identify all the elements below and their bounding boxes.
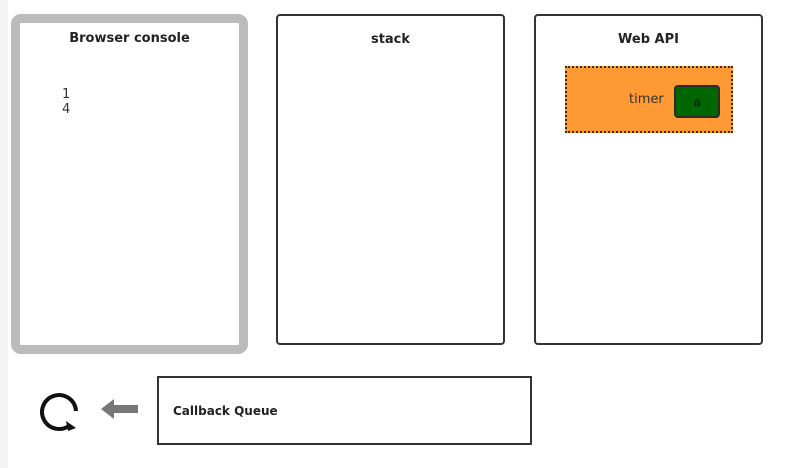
timer-label: timer xyxy=(629,92,664,107)
left-gutter xyxy=(0,0,8,468)
browser-console-panel: Browser console 1 4 xyxy=(11,14,248,354)
timer-callback-chip: a xyxy=(674,85,720,118)
arrow-left-icon xyxy=(101,399,138,419)
console-output: 1 4 xyxy=(62,87,70,117)
call-stack-panel: stack xyxy=(276,14,505,345)
call-stack-title: stack xyxy=(370,32,411,47)
web-api-panel: Web API timer a xyxy=(534,14,763,345)
callback-queue-panel: Callback Queue xyxy=(157,376,532,445)
console-line: 1 xyxy=(62,87,71,102)
callback-queue-title: Callback Queue xyxy=(173,404,278,418)
web-api-title: Web API xyxy=(618,32,679,47)
browser-console-title: Browser console xyxy=(69,31,190,46)
event-loop-icon xyxy=(40,393,78,431)
console-line: 4 xyxy=(62,102,71,117)
timer-box: timer a xyxy=(565,66,733,133)
